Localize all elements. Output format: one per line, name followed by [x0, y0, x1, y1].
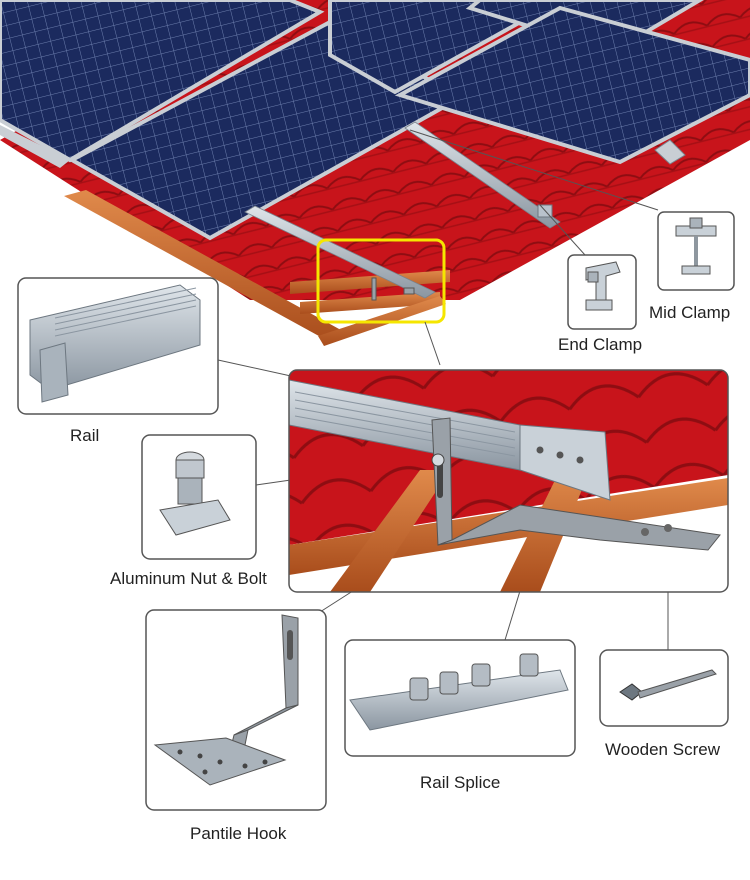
- end-clamp-icon: [585, 261, 621, 311]
- rails: [244, 121, 686, 299]
- rail-card: [17, 277, 219, 415]
- mid-clamp-label: Mid Clamp: [649, 303, 731, 322]
- nut-bolt-card: [141, 434, 257, 560]
- mid-clamp-icon: [675, 217, 717, 275]
- detail-view: [288, 369, 729, 593]
- nut-bolt-icon: [159, 451, 231, 536]
- rail-splice-icon: [349, 653, 569, 731]
- end-clamp-card: [567, 254, 637, 330]
- roof-scene: [0, 0, 750, 346]
- end-clamp-label: End Clamp: [558, 335, 643, 354]
- nut-bolt-label: Aluminum Nut & Bolt: [110, 569, 267, 588]
- pantile-hook-card: [145, 609, 327, 811]
- rail-splice-label: Rail Splice: [420, 773, 501, 792]
- rail-label: Rail: [70, 426, 100, 445]
- rail-icon: [29, 284, 201, 403]
- roof-hooks: [371, 277, 415, 301]
- mid-clamp-card: [657, 211, 735, 291]
- wooden-screw-label: Wooden Screw: [605, 740, 720, 759]
- highlight-box: [316, 238, 446, 324]
- wooden-screw-card: [599, 649, 729, 727]
- wooden-screw-icon: [619, 669, 717, 701]
- pantile-hook-icon: [153, 614, 299, 786]
- pantile-hook-label: Pantile Hook: [190, 824, 287, 843]
- rail-splice-card: [344, 639, 576, 757]
- solar-panel-array: [0, 0, 750, 241]
